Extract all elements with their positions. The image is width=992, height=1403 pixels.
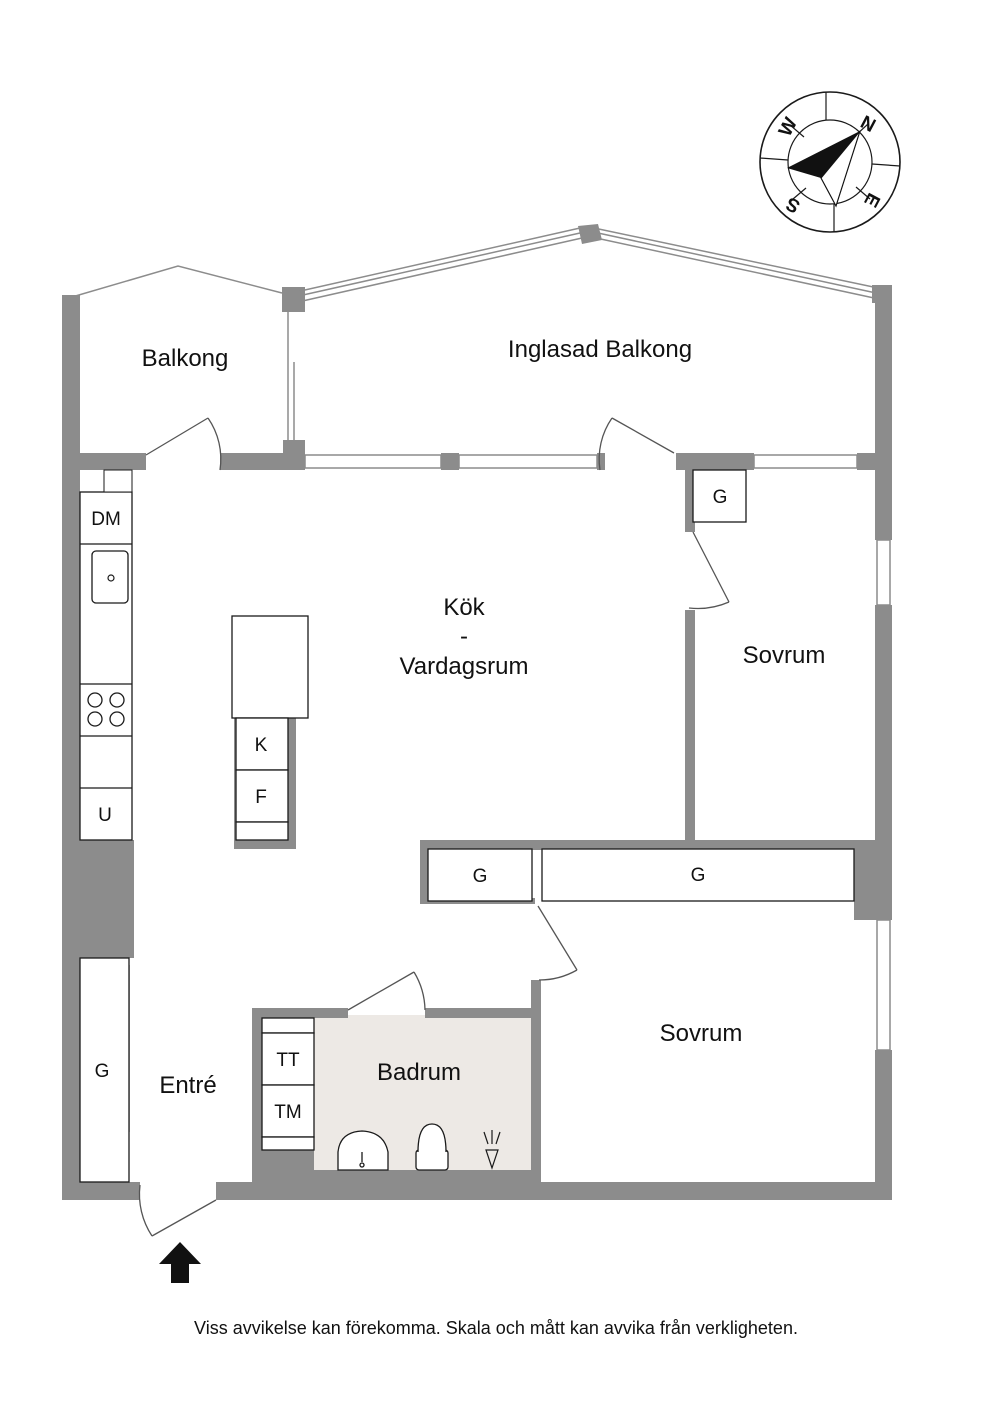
kitchen-island [231,615,309,719]
toilet-icon [415,1123,449,1171]
room-label-badrum: Badrum [377,1059,461,1086]
compass-needle-north [787,131,860,178]
label-storage-entre: G [95,1061,110,1082]
label-storage-hall-small: G [473,866,488,887]
room-label-kok: Kök [443,594,485,621]
stove-icon [87,692,125,727]
room-label-balkong: Balkong [142,345,229,372]
sink-drain-icon [107,574,115,582]
room-label-dash: - [460,623,468,650]
storage-units [79,469,855,1183]
kitchen-counter [79,491,133,841]
label-freezer: F [255,787,267,808]
compass-rose: N E S W [759,91,901,233]
washbasin-icon [337,1130,389,1171]
balcony-glass-panel [287,312,295,440]
entrance-arrow-icon [159,1242,201,1283]
label-dishwasher: DM [91,509,121,530]
label-tumble-dryer: TT [276,1050,300,1071]
kitchen-top-gap [103,469,133,493]
laundry-column [261,1017,315,1151]
label-storage-sovrum: G [713,487,728,508]
label-oven: U [98,805,112,826]
fridge-freezer-column [235,717,289,841]
room-label-vardagsrum: Vardagsrum [400,653,529,680]
room-label-sovrum-2: Sovrum [660,1020,743,1047]
disclaimer-text: Viss avvikelse kan förekomma. Skala och … [194,1318,798,1338]
windows [304,454,891,1051]
label-storage-hall-large: G [691,865,706,886]
glazed-balcony-posts [578,224,602,244]
room-label-inglasad-balkong: Inglasad Balkong [508,336,692,363]
label-washing-machine: TM [274,1102,301,1123]
room-label-sovrum-1: Sovrum [743,642,826,669]
sink-icon [91,550,129,604]
shower-icon [483,1130,501,1170]
glazed-balcony-windows [295,227,879,303]
balcony-outline [71,265,283,298]
room-label-entre: Entré [159,1072,216,1099]
compass-needle-south [820,130,861,208]
label-fridge: K [255,735,268,756]
